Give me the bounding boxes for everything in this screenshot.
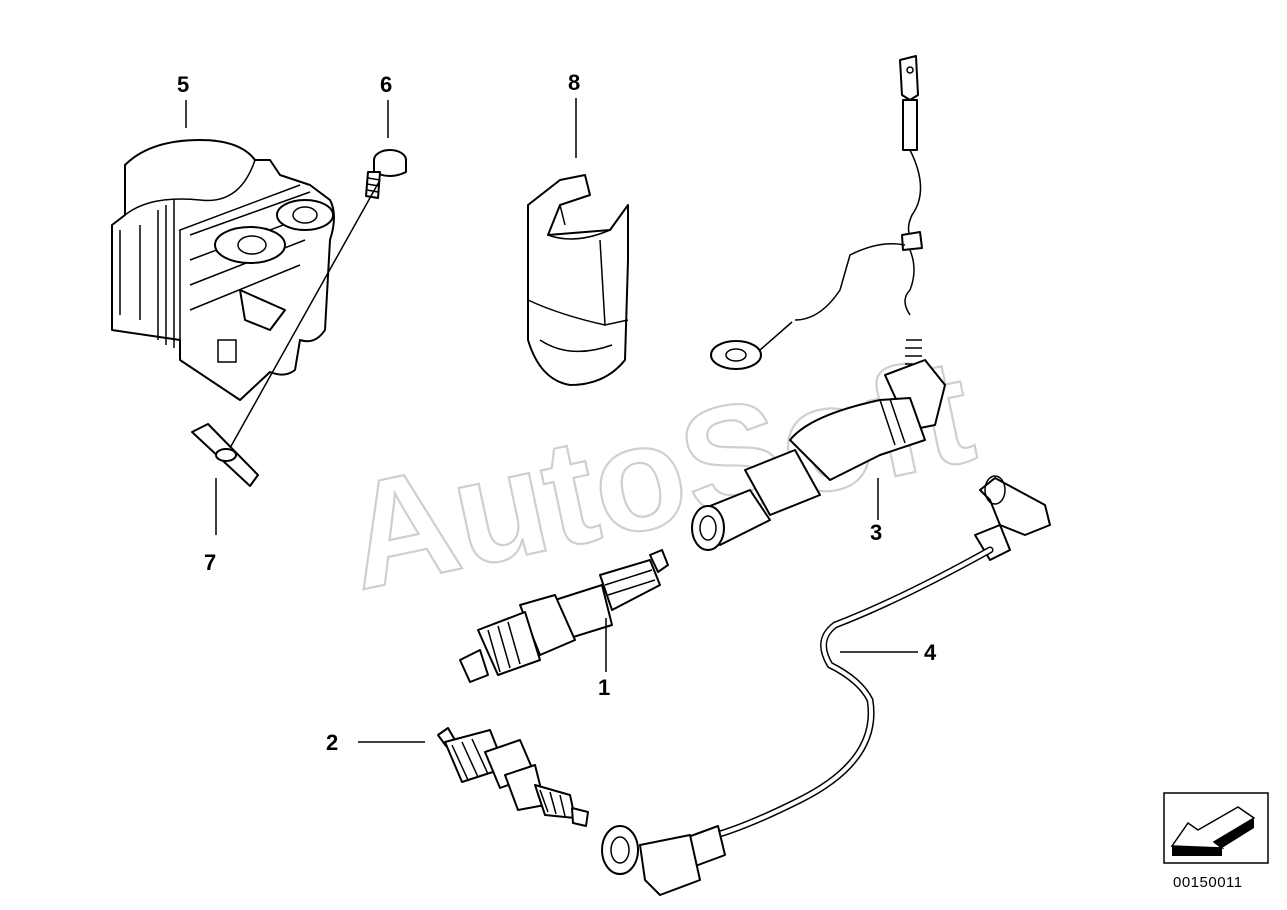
callout-6[interactable]: 6 [380,72,392,97]
callout-5[interactable]: 5 [177,72,189,97]
part-spark-plug-cable[interactable] [601,475,1051,896]
diagram-code: 00150011 [1173,874,1243,891]
part-ignition-coil[interactable] [111,139,335,401]
callout-7[interactable]: 7 [204,550,216,575]
callout-1[interactable]: 1 [598,675,610,700]
callout-3[interactable]: 3 [870,520,882,545]
part-spark-plug-2[interactable] [437,727,589,827]
part-spark-plug-1[interactable] [459,549,669,683]
part-bolt[interactable] [365,149,407,199]
callout-8[interactable]: 8 [568,70,580,95]
part-washer-plate[interactable] [191,423,259,487]
watermark-text: AutoSoft [332,325,986,621]
part-bracket-clip[interactable] [527,174,629,386]
leader-lines [185,98,918,743]
arrow-down-left-icon[interactable] [1163,792,1269,864]
callout-2[interactable]: 2 [326,730,338,755]
part-ignition-lead-connector[interactable] [691,55,946,551]
callout-4[interactable]: 4 [924,640,937,665]
